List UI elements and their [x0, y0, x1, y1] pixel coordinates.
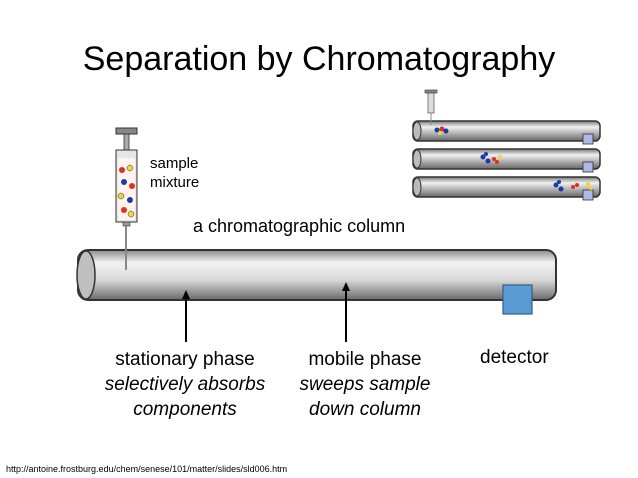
mobile-phase-label: mobile phase sweeps sample down column — [290, 347, 440, 422]
small-syringe-icon — [424, 89, 438, 125]
mobile-phase-desc-2: down column — [309, 399, 421, 420]
small-column-1 — [412, 89, 601, 145]
syringe-icon — [115, 127, 138, 270]
stationary-phase-desc-1: selectively absorbs — [104, 374, 266, 395]
mobile-phase-arrow — [342, 282, 350, 342]
page-title: Separation by Chromatography — [82, 40, 556, 78]
detector-box — [502, 284, 533, 315]
stationary-phase-name: stationary phase — [115, 349, 255, 370]
stationary-phase-desc-2: components — [133, 399, 237, 420]
main-column — [76, 249, 557, 301]
small-column-2 — [412, 148, 601, 173]
mobile-phase-name: mobile phase — [308, 349, 422, 370]
column-label: a chromatographic column — [193, 216, 406, 236]
stationary-phase-arrow — [182, 290, 190, 342]
source-url-link[interactable]: http://antoine.frostburg.edu/chem/senese… — [6, 464, 288, 474]
sample-label-line-1: sample — [150, 155, 199, 172]
sample-mixture-label: sample mixture — [150, 154, 199, 192]
sample-label-line-2: mixture — [150, 174, 200, 191]
small-column-3 — [412, 176, 601, 201]
detector-label: detector — [480, 347, 549, 368]
mobile-phase-desc-1: sweeps sample — [299, 374, 431, 395]
stationary-phase-label: stationary phase selectively absorbs com… — [90, 347, 280, 422]
